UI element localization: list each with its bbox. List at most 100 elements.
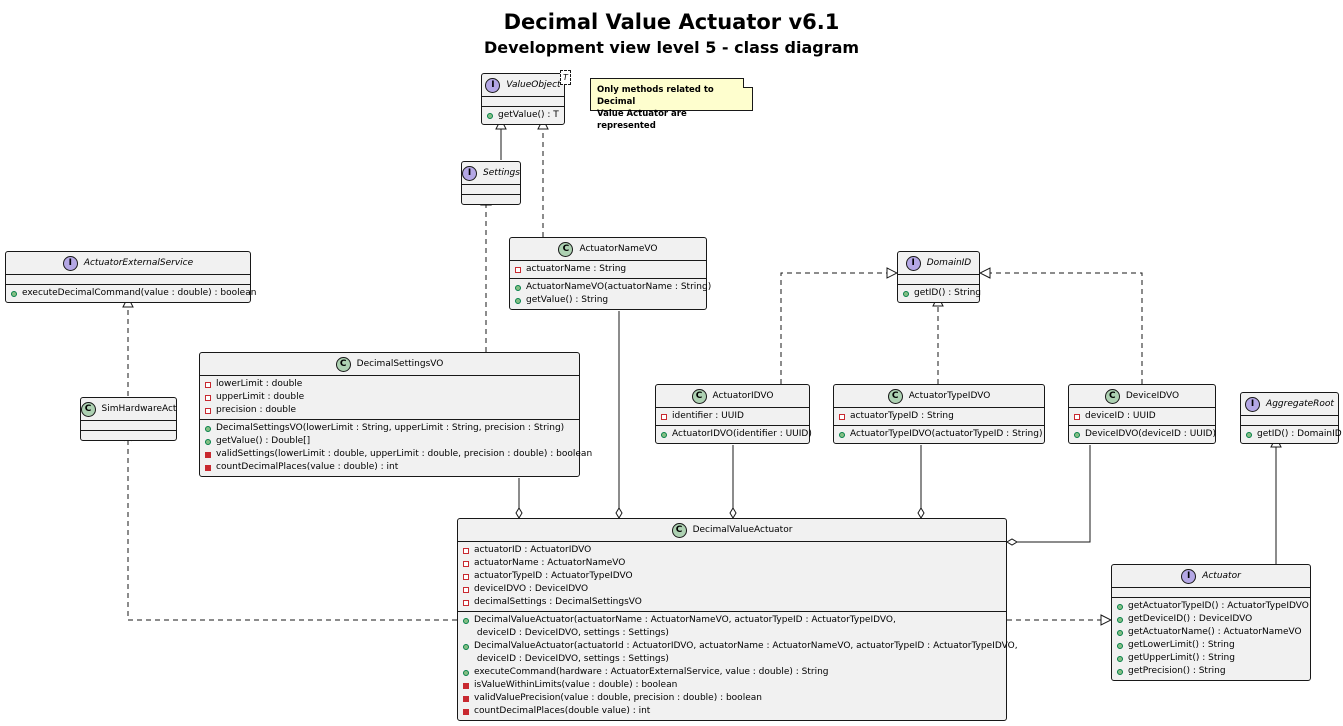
methods-compartment: getID() : DomainID (1241, 425, 1342, 443)
methods-compartment: ActuatorTypeIDVO(actuatorTypeID : String… (834, 425, 1044, 443)
public-visibility-icon (1117, 604, 1123, 610)
method-row[interactable]: getValue() : T (482, 109, 564, 122)
private-visibility-icon (661, 414, 667, 420)
method-row[interactable]: countDecimalPlaces(double value) : int (458, 705, 1006, 718)
method-text: countDecimalPlaces(value : double) : int (216, 462, 399, 472)
method-row[interactable]: getPrecision() : String (1112, 665, 1310, 678)
method-row[interactable]: executeCommand(hardware : ActuatorExtern… (458, 666, 1006, 679)
method-row[interactable]: getValue() : Double[] (200, 435, 579, 448)
method-row[interactable]: getDeviceID() : DeviceIDVO (1112, 613, 1310, 626)
interface-stereotype-icon: I (462, 165, 478, 181)
method-text: DecimalSettingsVO(lowerLimit : String, u… (216, 423, 565, 433)
public-visibility-icon (11, 291, 17, 297)
field-row[interactable]: deviceIDVO : DeviceIDVO (458, 583, 1006, 596)
method-text: validValuePrecision(value : double, prec… (474, 693, 762, 703)
method-row[interactable]: DecimalValueActuator(actuatorName : Actu… (458, 614, 1006, 640)
method-row[interactable]: DecimalValueActuator(actuatorId : Actuat… (458, 640, 1018, 666)
public-visibility-icon (1246, 432, 1252, 438)
method-row[interactable]: ActuatorIDVO(identifier : UUID) (656, 428, 812, 441)
field-row[interactable]: actuatorTypeID : String (834, 410, 1044, 423)
method-text: getID() : DomainID (1257, 429, 1342, 439)
private-visibility-icon (205, 408, 211, 414)
methods-compartment: ActuatorIDVO(identifier : UUID) (656, 425, 812, 443)
method-row[interactable]: getValue() : String (510, 294, 706, 307)
methods-compartment (81, 430, 176, 440)
method-row[interactable]: DecimalSettingsVO(lowerLimit : String, u… (200, 422, 579, 435)
method-text: DecimalValueActuator(actuatorId : Actuat… (474, 641, 1018, 664)
method-text: DeviceIDVO(deviceID : UUID) (1085, 429, 1216, 439)
field-text: deviceID : UUID (1085, 411, 1156, 421)
method-row[interactable]: isValueWithinLimits(value : double) : bo… (458, 679, 1006, 692)
method-row[interactable]: DeviceIDVO(deviceID : UUID) (1069, 428, 1216, 441)
private-visibility-icon (463, 600, 469, 606)
class-name: DeviceIDVO (1125, 391, 1180, 401)
method-text: validSettings(lowerLimit : double, upper… (216, 449, 593, 459)
field-text: identifier : UUID (672, 411, 744, 421)
field-row[interactable]: decimalSettings : DecimalSettingsVO (458, 596, 1006, 609)
method-row[interactable]: validValuePrecision(value : double, prec… (458, 692, 1006, 705)
class-stereotype-icon: C (335, 356, 351, 372)
field-row[interactable]: actuatorName : String (510, 263, 706, 276)
field-row[interactable]: lowerLimit : double (200, 378, 579, 391)
method-row[interactable]: getActuatorTypeID() : ActuatorTypeIDVO (1112, 600, 1310, 613)
private-visibility-icon (463, 548, 469, 554)
interface-stereotype-icon: I (1181, 568, 1197, 584)
fields-compartment: identifier : UUID (656, 407, 809, 425)
field-row[interactable]: identifier : UUID (656, 410, 809, 423)
class-name: ActuatorIDVO (712, 391, 774, 401)
methods-compartment: getID() : String (898, 284, 981, 302)
method-row[interactable]: validSettings(lowerLimit : double, upper… (200, 448, 592, 461)
field-row[interactable]: upperLimit : double (200, 391, 579, 404)
method-row[interactable]: getID() : String (898, 287, 981, 300)
private-visibility-icon (463, 561, 469, 567)
method-row[interactable]: getID() : DomainID (1241, 428, 1342, 441)
public-visibility-icon (205, 426, 211, 432)
method-row[interactable]: getActuatorName() : ActuatorNameVO (1112, 626, 1310, 639)
note-line: Value Actuator are represented (597, 109, 687, 131)
method-row[interactable]: countDecimalPlaces(value : double) : int (200, 461, 579, 474)
field-row[interactable]: actuatorName : ActuatorNameVO (458, 557, 1006, 570)
method-row[interactable]: ActuatorNameVO(actuatorName : String) (510, 281, 711, 294)
method-row[interactable]: ActuatorTypeIDVO(actuatorTypeID : String… (834, 428, 1044, 441)
field-row[interactable]: actuatorID : ActuatorIDVO (458, 544, 1006, 557)
class-name: DomainID (926, 258, 972, 268)
diagram-subtitle: Development view level 5 - class diagram (483, 38, 860, 57)
field-text: deviceIDVO : DeviceIDVO (474, 584, 589, 594)
method-row[interactable]: getLowerLimit() : String (1112, 639, 1310, 652)
method-row[interactable]: executeDecimalCommand(value : double) : … (6, 287, 256, 300)
field-row[interactable]: actuatorTypeID : ActuatorTypeIDVO (458, 570, 1006, 583)
fields-compartment (898, 274, 979, 284)
class-stereotype-icon: C (691, 388, 707, 404)
method-row[interactable]: getUpperLimit() : String (1112, 652, 1310, 665)
method-text: getUpperLimit() : String (1128, 653, 1235, 663)
field-text: actuatorTypeID : ActuatorTypeIDVO (474, 571, 633, 581)
field-row[interactable]: precision : double (200, 404, 579, 417)
class-name: ActuatorTypeIDVO (908, 391, 991, 401)
class-actuatoridvo[interactable]: C ActuatorIDVO identifier : UUID ActuatorID… (655, 384, 812, 444)
public-visibility-icon (661, 432, 667, 438)
field-text: actuatorID : ActuatorIDVO (474, 545, 592, 555)
field-row[interactable]: deviceID : UUID (1069, 410, 1215, 423)
public-visibility-icon (1117, 630, 1123, 636)
method-text: getValue() : Double[] (216, 436, 311, 446)
private-visibility-icon (205, 382, 211, 388)
